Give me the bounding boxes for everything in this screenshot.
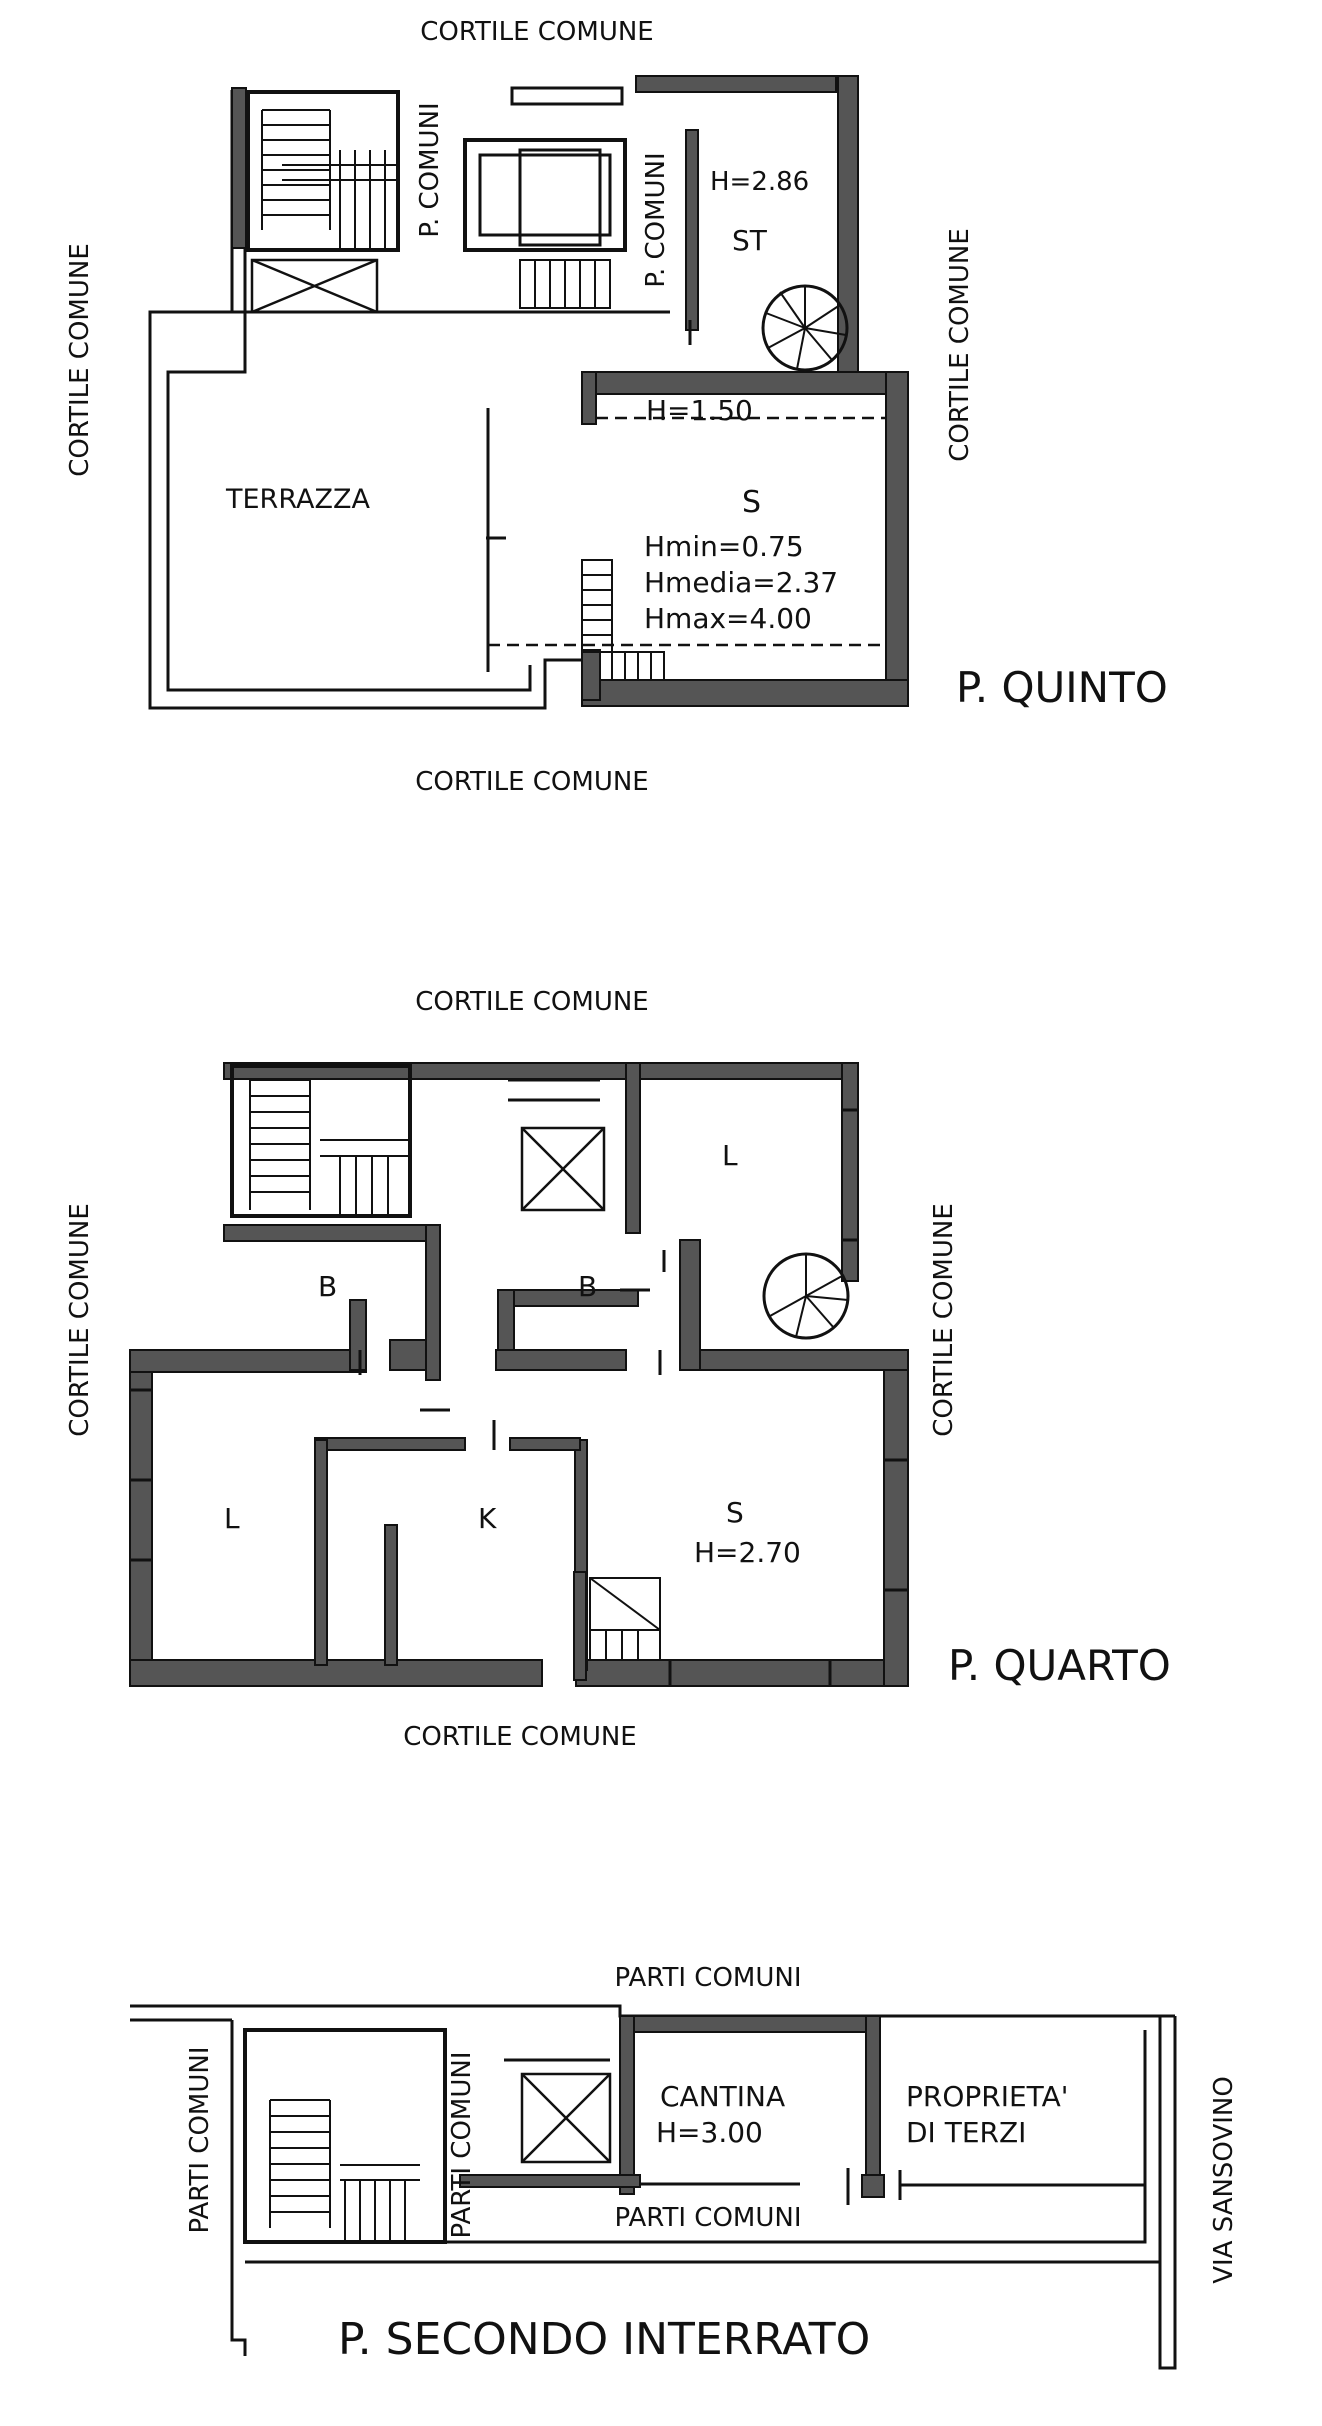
wall [231, 87, 247, 249]
height-label: H=3.00 [656, 2116, 763, 2149]
wall [223, 1224, 435, 1242]
wall [497, 1289, 639, 1307]
stair-block [246, 90, 400, 252]
height-label: Hmedia=2.37 [644, 566, 838, 599]
room-label: S [726, 1496, 744, 1529]
west-label: PARTI COMUNI [185, 2047, 215, 2234]
plan-title: P. QUINTO [956, 663, 1168, 712]
wall [861, 2174, 885, 2198]
height-label: H=2.70 [694, 1536, 801, 1569]
plan-quarto: CORTILE COMUNE CORTILE COMUNE CORTILE CO… [65, 987, 1171, 1752]
room-label: B [578, 1270, 597, 1303]
south-label: CORTILE COMUNE [403, 1722, 636, 1752]
room-label: PROPRIETA' [906, 2080, 1068, 2113]
lift [520, 1126, 606, 1212]
east-label: CORTILE COMUNE [945, 228, 975, 461]
wall [581, 371, 907, 395]
wall [619, 2015, 881, 2033]
wall [865, 2015, 881, 2192]
wall [349, 1299, 367, 1371]
common-area-label: P. COMUNI [641, 152, 671, 287]
common-area-label: P. COMUNI [415, 102, 445, 237]
wall [129, 1349, 153, 1687]
stair-block [243, 2028, 447, 2244]
plan-interrato: PARTI COMUNI PARTI COMUNI PARTI COMUNI P… [130, 1963, 1239, 2370]
west-label: CORTILE COMUNE [65, 1203, 95, 1436]
north-label: PARTI COMUNI [615, 1963, 802, 1993]
wall [459, 2174, 641, 2188]
room-label: B [318, 1270, 337, 1303]
height-label: Hmax=4.00 [644, 602, 812, 635]
west-label: CORTILE COMUNE [65, 243, 95, 476]
room-label: ST [732, 224, 768, 257]
height-label: H=2.86 [710, 167, 809, 197]
wall [619, 2015, 635, 2195]
wall [389, 1339, 431, 1371]
room-label: DI TERZI [906, 2116, 1026, 2149]
wall [885, 371, 909, 707]
east-label: CORTILE COMUNE [929, 1203, 959, 1436]
wall [384, 1524, 398, 1666]
wall [425, 1224, 441, 1381]
wall [635, 75, 837, 93]
wall [581, 649, 601, 701]
lift [463, 138, 627, 252]
wall [575, 1659, 909, 1687]
stairs [269, 2099, 420, 2240]
stairs [249, 1079, 410, 1216]
wall [679, 1239, 701, 1371]
stairs [581, 559, 665, 681]
wall [314, 1437, 466, 1451]
plan-quinto: CORTILE COMUNE CORTILE COMUNE CORTILE CO… [65, 17, 1168, 797]
room-label: K [478, 1502, 497, 1535]
room-label: S [742, 485, 761, 520]
street-label: VIA SANSOVINO [1209, 2076, 1239, 2284]
room-label: CANTINA [660, 2080, 785, 2113]
stairs [589, 1577, 661, 1661]
room-label: L [224, 1502, 240, 1535]
wall [495, 1349, 627, 1371]
shaft [250, 258, 379, 314]
wall [685, 129, 699, 331]
wall [581, 371, 597, 425]
height-label: H=1.50 [646, 394, 753, 427]
room-label: TERRAZZA [225, 484, 370, 515]
south-label: CORTILE COMUNE [415, 767, 648, 797]
wall [841, 1062, 859, 1282]
room-label: L [722, 1139, 738, 1172]
wall [573, 1571, 587, 1681]
wall [581, 679, 909, 707]
plan-title: P. QUARTO [948, 1641, 1171, 1690]
stairs [261, 109, 398, 250]
north-label: CORTILE COMUNE [415, 987, 648, 1017]
common-area-label: PARTI COMUNI [447, 2052, 477, 2239]
wall [699, 1349, 909, 1371]
stairs [519, 259, 611, 309]
height-label: Hmin=0.75 [644, 530, 804, 563]
wall [625, 1062, 641, 1234]
plan-title: P. SECONDO INTERRATO [338, 2314, 870, 2365]
lift [520, 2072, 612, 2164]
wall [129, 1349, 367, 1373]
wall [314, 1439, 328, 1666]
north-label: CORTILE COMUNE [420, 17, 653, 47]
wall [509, 1437, 581, 1451]
wall [883, 1349, 909, 1687]
wall [129, 1659, 543, 1687]
corridor-label: PARTI COMUNI [615, 2203, 802, 2233]
